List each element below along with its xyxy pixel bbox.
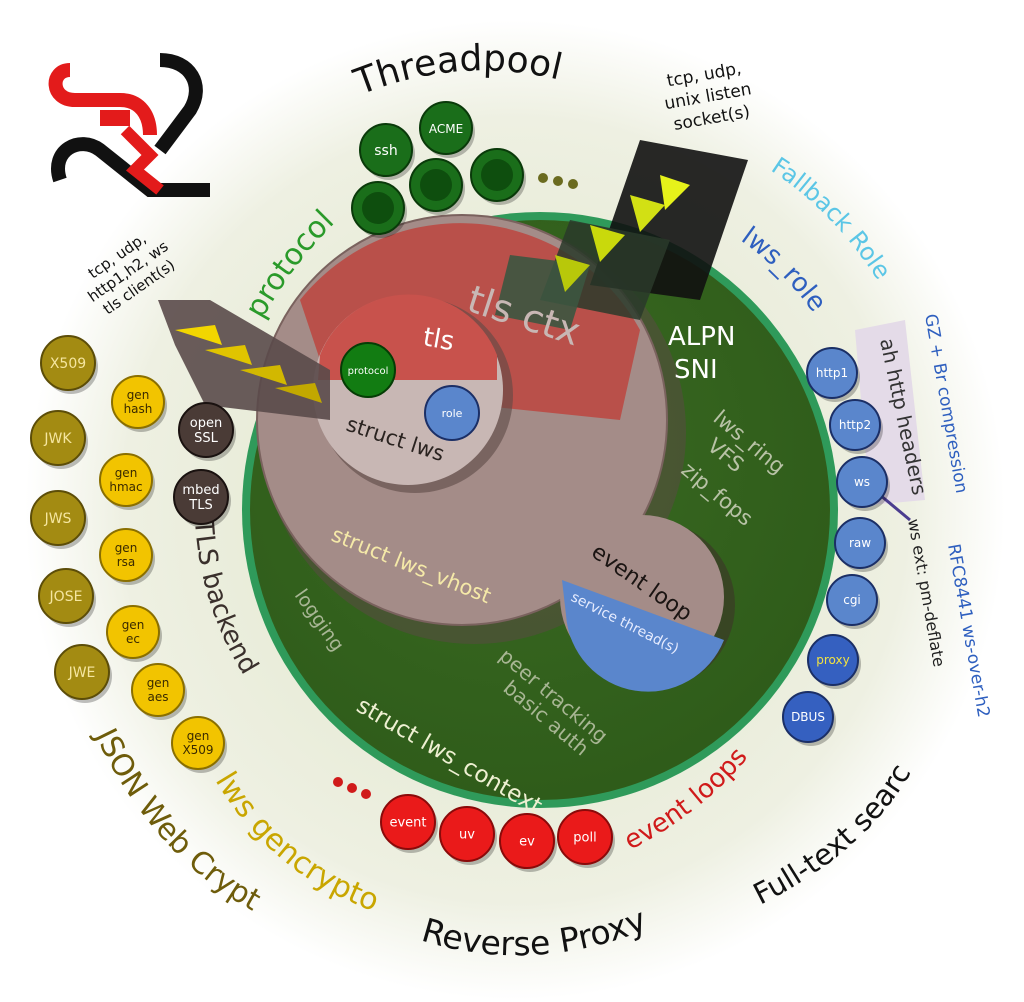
role-circle-http2[interactable]: http2	[829, 399, 883, 454]
jwc-circle-jose-label: JOSE	[49, 589, 83, 605]
event-loop-circle-ev-label: ev	[519, 835, 535, 850]
role-circle-ws-label: ws	[854, 475, 870, 489]
gencrypto-circle-ec-label: gen	[122, 618, 145, 632]
tls-backend-circle-mbed-label: mbed	[182, 483, 219, 498]
gencrypto-circle-aes-label: gen	[147, 676, 170, 690]
jwc-circle-jws-label: JWS	[44, 511, 72, 527]
threadpool-more-dots	[538, 173, 578, 189]
gencrypto-circle-rsa-label: gen	[115, 541, 138, 555]
threadpool-circle[interactable]: ACME	[419, 101, 475, 158]
jwc-circle-x509-label: X509	[50, 356, 86, 372]
inner-protocol-label: protocol	[348, 366, 389, 377]
jwc-circle-x509[interactable]: X509	[40, 335, 98, 394]
inner-role-label: role	[442, 407, 463, 420]
tls-backend-circle-mbed-label: TLS	[188, 498, 212, 513]
event-loop-circles: event uv ev poll	[380, 794, 615, 872]
service-threads-band	[562, 580, 724, 692]
ws-ext-connector	[879, 493, 911, 522]
jwc-circle-jwe-label: JWE	[68, 665, 96, 681]
tls-backend-circle-open-label: open	[190, 416, 222, 431]
vhost-outline	[256, 214, 668, 626]
event-loop-circle-event-label: event	[389, 816, 426, 831]
inner-role-circle[interactable]	[424, 385, 480, 441]
gencrypto-circle-ec-label: ec	[126, 632, 140, 646]
role-circle-cgi-label: cgi	[843, 593, 861, 607]
gencrypto-circle-hmac-label: hmac	[109, 480, 142, 494]
client-ribbon	[158, 300, 330, 420]
tls-backend-circle-open-label: SSL	[194, 431, 219, 446]
event-loop-circle-poll-label: poll	[573, 831, 596, 846]
role-circle-proxy-label: proxy	[816, 653, 849, 667]
role-circle-proxy[interactable]: proxy	[807, 634, 861, 689]
event-loop-circle-ev[interactable]: ev	[499, 813, 557, 872]
role-circle-raw-label: raw	[849, 536, 871, 550]
threadpool-circle[interactable]: ssh	[359, 123, 415, 180]
threadpool-circle[interactable]	[409, 158, 465, 215]
gencrypto-circle-hash-label: hash	[124, 402, 153, 416]
event-loop-circle-uv[interactable]: uv	[439, 806, 497, 865]
jwc-circle-jose[interactable]: JOSE	[38, 568, 96, 627]
event-loop-circle-event[interactable]: event	[380, 794, 438, 853]
gencrypto-circle-x509-label: gen	[187, 729, 210, 743]
role-circle-http1[interactable]: http1	[806, 347, 860, 402]
threadpool-circle[interactable]	[351, 181, 407, 238]
event-loop-circle-poll[interactable]: poll	[557, 809, 615, 868]
role-circle-http1-label: http1	[816, 366, 848, 380]
jwc-circle-jwk[interactable]: JWK	[30, 410, 88, 469]
jwc-circle-jwk-label: JWK	[43, 431, 72, 447]
role-circle-http2-label: http2	[839, 418, 871, 432]
role-circle-dbus-label: DBUS	[791, 710, 825, 724]
jwc-circle-jwe[interactable]: JWE	[54, 644, 112, 703]
threadpool-circle-label: ssh	[374, 143, 397, 159]
inner-protocol-circle[interactable]	[340, 342, 396, 398]
sni-label: SNI	[674, 355, 718, 385]
jwc-circle-jws[interactable]: JWS	[30, 490, 88, 549]
alpn-label: ALPN	[668, 322, 735, 352]
gencrypto-circle-aes-label: aes	[148, 690, 169, 704]
lws-logo	[48, 53, 210, 197]
gencrypto-circle-x509-label: X509	[182, 743, 213, 757]
listen-socket-ribbon	[495, 140, 748, 330]
gencrypto-circle-rsa-label: rsa	[117, 555, 136, 569]
role-circle-dbus[interactable]: DBUS	[782, 691, 836, 746]
threadpool-circle-label: ACME	[429, 122, 463, 136]
role-circle-ws[interactable]: ws	[836, 456, 890, 511]
event-loops-more-dots	[333, 777, 371, 799]
gencrypto-circle-hash-label: gen	[127, 388, 150, 402]
event-loop-circle-uv-label: uv	[459, 828, 475, 843]
threadpool-circle[interactable]	[470, 148, 526, 205]
role-circle-cgi[interactable]: cgi	[826, 574, 880, 629]
role-circle-raw[interactable]: raw	[834, 517, 888, 572]
gencrypto-circle-hmac-label: gen	[115, 466, 138, 480]
tls-label: tls	[421, 322, 457, 357]
threadpool-circles: ssh ACME	[351, 101, 526, 238]
